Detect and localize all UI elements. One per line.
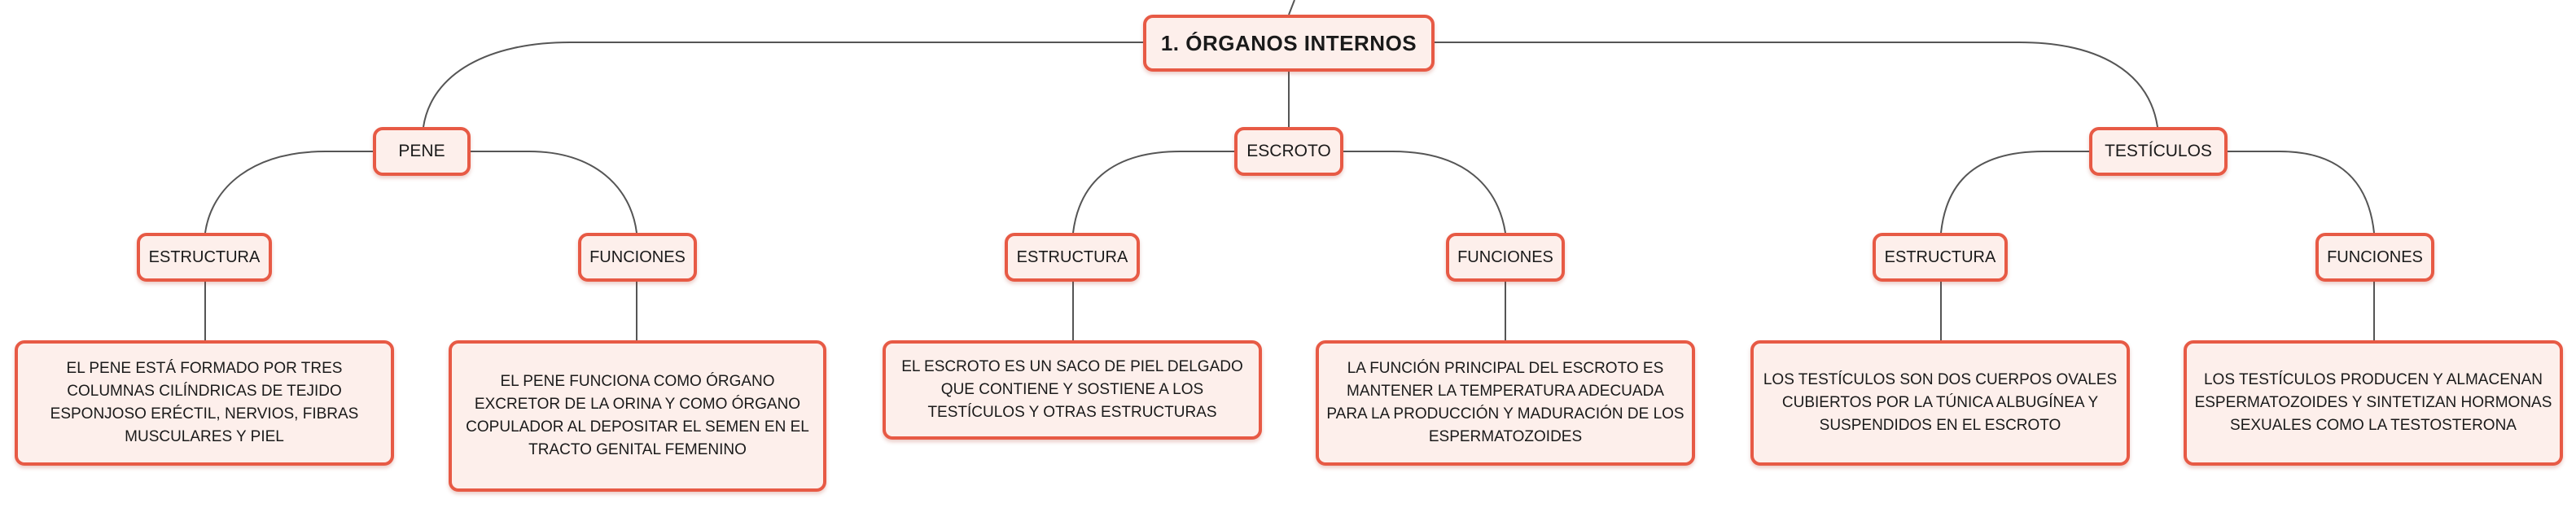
pene-funciones-label: FUNCIONES: [589, 247, 686, 266]
connector-root-testiculos: [1435, 42, 2158, 128]
root-node-label: 1. ÓRGANOS INTERNOS: [1160, 30, 1417, 55]
branch-pene[interactable]: PENE: [373, 127, 471, 176]
testiculos-funciones-node[interactable]: FUNCIONES: [2315, 233, 2434, 282]
root-node[interactable]: 1. ÓRGANOS INTERNOS: [1143, 15, 1435, 72]
pene-estructura-text-node[interactable]: EL PENE ESTÁ FORMADO POR TRES COLUMNAS C…: [15, 340, 394, 466]
escroto-estructura-text-node[interactable]: EL ESCROTO ES UN SACO DE PIEL DELGADO QU…: [883, 340, 1262, 440]
testiculos-estructura-text: LOS TESTÍCULOS SON DOS CUERPOS OVALES CU…: [1763, 371, 2118, 434]
connector-pene-estructura: [204, 151, 373, 234]
connector-testiculos-funciones: [2228, 151, 2375, 234]
pene-funciones-text: EL PENE FUNCIONA COMO ÓRGANO EXCRETOR DE…: [466, 373, 809, 458]
testiculos-estructura-node[interactable]: ESTRUCTURA: [1873, 233, 2008, 282]
connector-escroto-funciones: [1343, 151, 1506, 234]
escroto-estructura-label: ESTRUCTURA: [1016, 247, 1128, 266]
testiculos-funciones-label: FUNCIONES: [2327, 247, 2423, 266]
testiculos-funciones-text: LOS TESTÍCULOS PRODUCEN Y ALMACENAN ESPE…: [2194, 371, 2552, 434]
testiculos-estructura-text-node[interactable]: LOS TESTÍCULOS SON DOS CUERPOS OVALES CU…: [1750, 340, 2130, 466]
pene-estructura-node[interactable]: ESTRUCTURA: [137, 233, 272, 282]
pene-estructura-label: ESTRUCTURA: [148, 247, 261, 266]
testiculos-funciones-text-node[interactable]: LOS TESTÍCULOS PRODUCEN Y ALMACENAN ESPE…: [2184, 340, 2563, 466]
connector-testiculos-estructura: [1940, 151, 2089, 234]
pene-estructura-text: EL PENE ESTÁ FORMADO POR TRES COLUMNAS C…: [50, 360, 359, 445]
testiculos-estructura-label: ESTRUCTURA: [1884, 247, 1996, 266]
branch-testiculos-label: TESTÍCULOS: [2105, 142, 2212, 160]
connector-root-pene: [423, 42, 1143, 128]
escroto-funciones-node[interactable]: FUNCIONES: [1446, 233, 1565, 282]
connector-pene-funciones: [471, 151, 637, 234]
escroto-estructura-text: EL ESCROTO ES UN SACO DE PIEL DELGADO QU…: [901, 358, 1243, 421]
escroto-funciones-text-node[interactable]: LA FUNCIÓN PRINCIPAL DEL ESCROTO ES MANT…: [1316, 340, 1695, 466]
escroto-estructura-node[interactable]: ESTRUCTURA: [1005, 233, 1140, 282]
escroto-funciones-label: FUNCIONES: [1457, 247, 1553, 266]
connector-escroto-estructura: [1072, 151, 1234, 234]
branch-escroto-label: ESCROTO: [1246, 142, 1331, 160]
branch-escroto[interactable]: ESCROTO: [1234, 127, 1343, 176]
connector-root-parent: [1288, 0, 1295, 15]
escroto-funciones-text: LA FUNCIÓN PRINCIPAL DEL ESCROTO ES MANT…: [1326, 360, 1684, 445]
pene-funciones-node[interactable]: FUNCIONES: [578, 233, 697, 282]
branch-testiculos[interactable]: TESTÍCULOS: [2089, 127, 2228, 176]
pene-funciones-text-node[interactable]: EL PENE FUNCIONA COMO ÓRGANO EXCRETOR DE…: [449, 340, 826, 492]
branch-pene-label: PENE: [398, 142, 445, 160]
